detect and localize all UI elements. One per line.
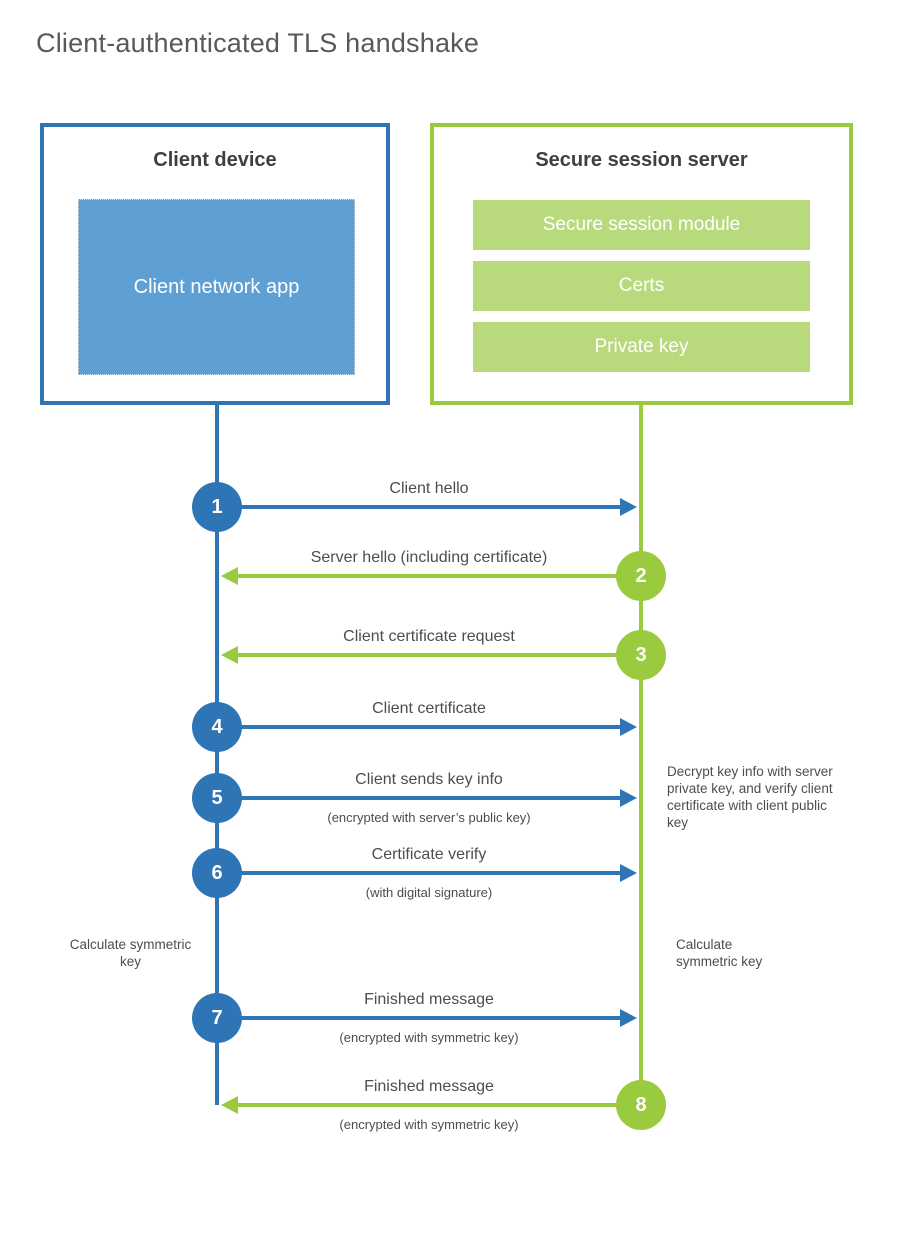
arrow-right-icon <box>217 725 621 729</box>
step-8-number-badge: 8 <box>616 1080 666 1130</box>
message-sublabel: (encrypted with symmetric key) <box>339 1030 519 1045</box>
step-7-number-badge: 7 <box>192 993 242 1043</box>
arrow-left-icon <box>237 653 641 657</box>
calculate-symmetric-key-note-client: Calculate symmetric key <box>69 937 192 969</box>
page-title: Client-authenticated TLS handshake <box>36 28 480 58</box>
message-sublabel: (encrypted with symmetric key) <box>339 1117 519 1132</box>
message-sublabel: (with digital signature) <box>365 885 493 900</box>
arrow-right-icon <box>217 796 621 800</box>
arrow-right-icon <box>217 505 621 509</box>
message-label: Finished message <box>364 1078 494 1095</box>
client-network-app-box: Client network app <box>78 199 355 375</box>
server-box-title: Secure session server <box>535 149 748 171</box>
message-label: Certificate verify <box>371 846 487 863</box>
message-sublabel: (encrypted with server’s public key) <box>327 810 531 825</box>
arrow-right-icon <box>217 1016 621 1020</box>
step-6-number-badge: 6 <box>192 848 242 898</box>
step-5-number-badge: 5 <box>192 773 242 823</box>
server-module-certs: Certs <box>473 261 810 311</box>
server-module-private-key: Private key <box>473 322 810 372</box>
message-label: Finished message <box>364 991 494 1008</box>
arrow-right-icon <box>217 871 621 875</box>
server-module-secure-session: Secure session module <box>473 200 810 250</box>
message-label: Client sends key info <box>355 771 503 788</box>
message-label: Client hello <box>389 480 469 497</box>
server-lifeline <box>639 405 643 1110</box>
step-3-number-badge: 3 <box>616 630 666 680</box>
step-1-number-badge: 1 <box>192 482 242 532</box>
step-4-number-badge: 4 <box>192 702 242 752</box>
step-2-number-badge: 2 <box>616 551 666 601</box>
message-label: Server hello (including certificate) <box>310 549 548 566</box>
calculate-symmetric-key-note-server: Calculate symmetric key <box>676 937 763 969</box>
arrow-left-icon <box>237 1103 641 1107</box>
decrypt-note: Decrypt key info with server private key… <box>667 764 833 830</box>
client-device-title: Client device <box>153 149 277 171</box>
message-label: Client certificate request <box>343 628 515 645</box>
message-label: Client certificate <box>372 700 486 717</box>
client-lifeline <box>215 405 219 1105</box>
arrow-left-icon <box>237 574 641 578</box>
